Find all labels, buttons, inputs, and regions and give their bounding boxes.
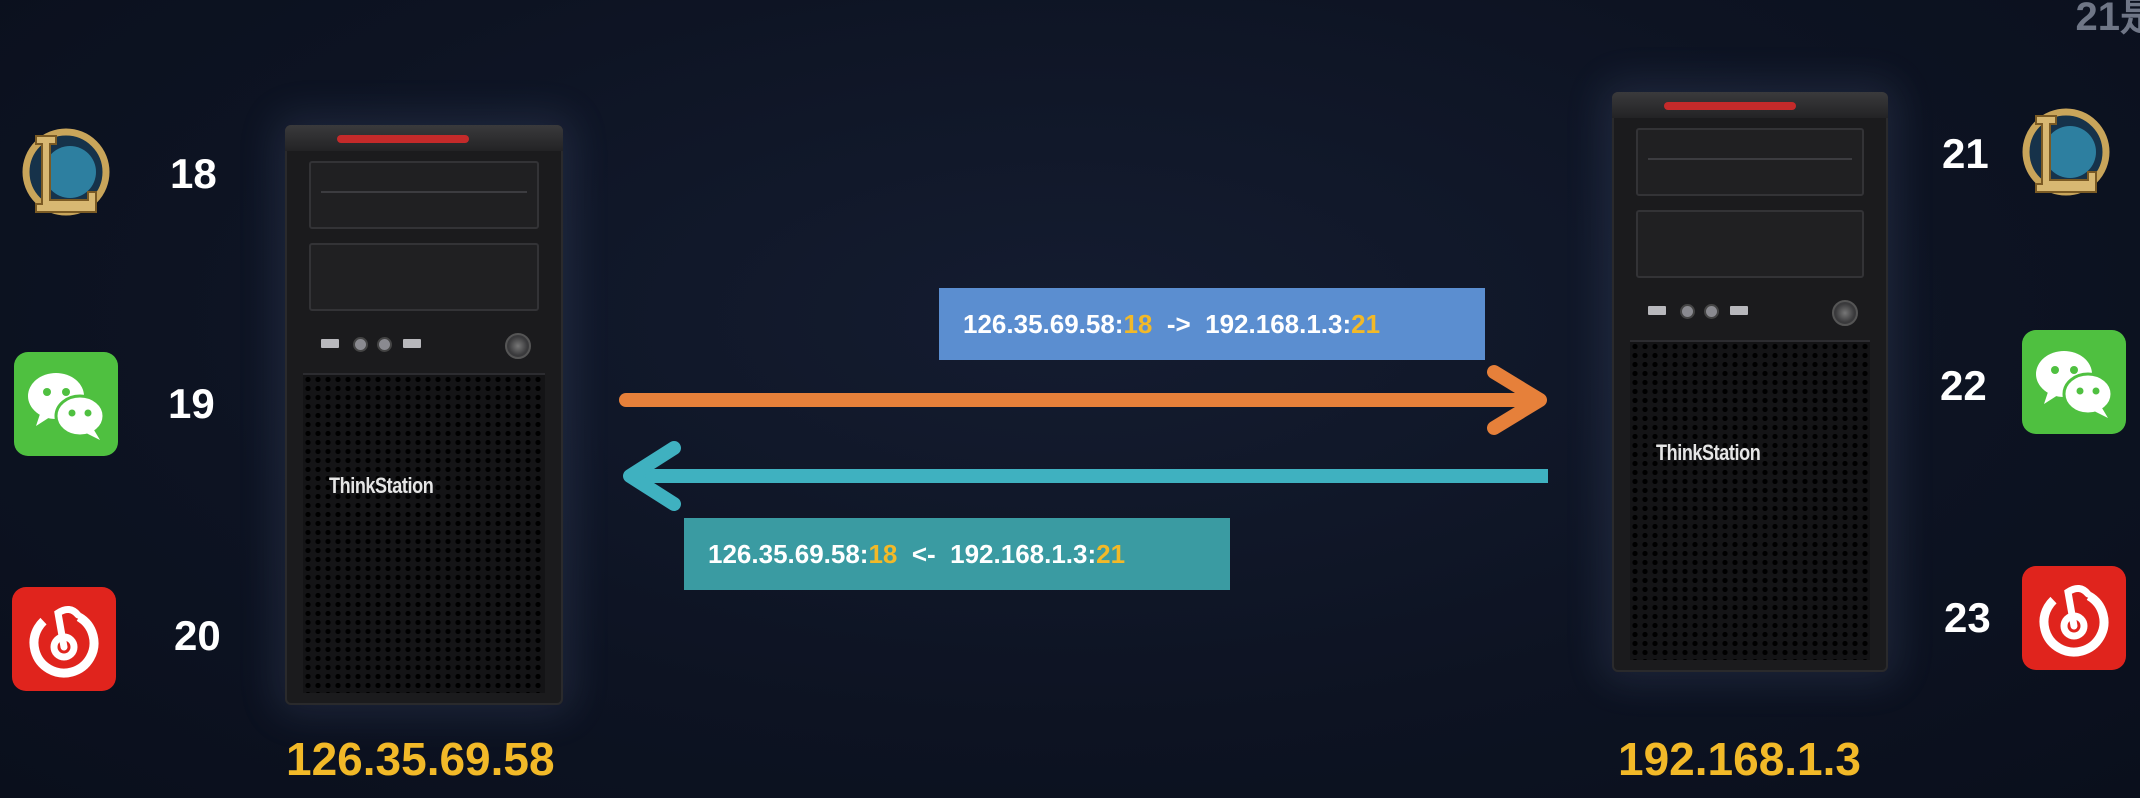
left-port-number: 18 xyxy=(170,150,217,197)
left-port-number: 20 xyxy=(174,612,221,659)
wechat-icon xyxy=(14,352,118,456)
inbound-src-port: 18 xyxy=(868,538,898,569)
front-mesh-grille xyxy=(1630,340,1870,660)
right-port-number: 21 xyxy=(1942,130,1989,177)
optical-drive-bay xyxy=(309,161,539,229)
inbound-src-ip: 126.35.69.58: xyxy=(708,538,869,569)
right-computer-tower: ThinkStation xyxy=(1612,92,1888,672)
outbound-direction: -> xyxy=(1152,308,1206,339)
outbound-flow-label: 126.35.69.58:18 -> 192.168.1.3:21 xyxy=(939,288,1485,360)
front-io-panel xyxy=(1636,292,1868,332)
left-computer-tower: ThinkStation xyxy=(285,125,563,705)
corner-caption: 21是 xyxy=(2075,0,2140,39)
inbound-dst-port: 21 xyxy=(1096,538,1126,569)
outbound-src-port: 18 xyxy=(1123,308,1153,339)
league-of-legends-icon xyxy=(2014,100,2118,204)
inbound-dst-ip: 192.168.1.3: xyxy=(950,538,1097,569)
outbound-src-ip: 126.35.69.58: xyxy=(963,308,1124,339)
left-port-number: 19 xyxy=(168,380,215,427)
league-of-legends-icon xyxy=(14,120,118,224)
netease-music-icon xyxy=(2022,566,2126,670)
tower-brand-label: ThinkStation xyxy=(1656,440,1761,465)
front-mesh-grille xyxy=(303,373,545,693)
right-port-number: 23 xyxy=(1944,594,1991,641)
tower-handle xyxy=(337,135,469,143)
right-host-ip: 192.168.1.3 xyxy=(1618,733,1862,785)
outbound-dst-port: 21 xyxy=(1351,308,1381,339)
wechat-icon xyxy=(2022,330,2126,434)
right-port-number: 22 xyxy=(1940,362,1987,409)
tower-brand-label: ThinkStation xyxy=(329,473,434,498)
power-button-icon xyxy=(1832,300,1858,326)
drive-bay xyxy=(309,243,539,311)
power-button-icon xyxy=(505,333,531,359)
drive-bay xyxy=(1636,210,1864,278)
inbound-flow-label: 126.35.69.58:18 <- 192.168.1.3:21 xyxy=(684,518,1230,590)
inbound-direction: <- xyxy=(897,538,951,569)
netease-music-icon xyxy=(12,587,116,691)
tower-handle xyxy=(1664,102,1796,110)
outbound-arrow xyxy=(619,365,1547,435)
front-io-panel xyxy=(309,325,541,365)
optical-drive-bay xyxy=(1636,128,1864,196)
inbound-arrow xyxy=(623,441,1548,511)
outbound-dst-ip: 192.168.1.3: xyxy=(1205,308,1352,339)
left-host-ip: 126.35.69.58 xyxy=(286,733,555,785)
